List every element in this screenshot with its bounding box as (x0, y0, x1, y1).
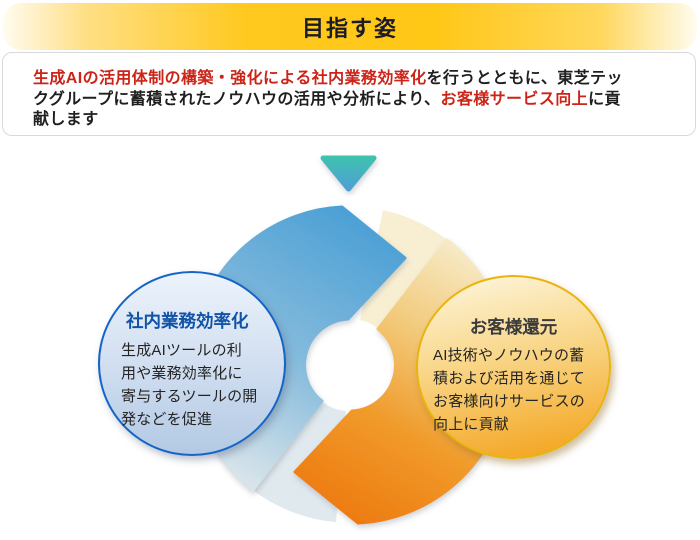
intro-plain-text: に貢 (588, 90, 621, 108)
intro-plain-text: 献します (33, 111, 99, 128)
body-line: 積および活用を通じて (433, 370, 586, 387)
intro-emphasis-text: 生成AIの活用体制の構築・強化による社内業務効率化 (33, 70, 427, 87)
body-line: 発などを促進 (121, 411, 213, 428)
body-line: お客様向けサービスの (433, 393, 586, 410)
customer-return-title: お客様還元 (469, 317, 558, 337)
body-line: AI技術やノウハウの蓄 (433, 347, 585, 364)
body-line: 生成AIツールの利 (121, 342, 242, 359)
body-line: 寄与するツールの開 (121, 388, 258, 405)
intro-plain-text: クグループに蓄積されたノウハウの活用や分析により、 (33, 90, 441, 108)
intro-emphasis-text: お客様サービス向上 (440, 90, 589, 108)
customer-return-bubble: お客様還元 AI技術やノウハウの蓄 積および活用を通じて お客様向けサービスの … (416, 275, 611, 459)
intro-line-1: 生成AIの活用体制の構築・強化による社内業務効率化を行うとともに、東芝テッ (33, 69, 675, 90)
page-title: 目指す姿 (301, 15, 398, 41)
body-line: 用や業務効率化に (121, 365, 243, 382)
down-triangle-icon (320, 155, 377, 192)
internal-efficiency-body: 生成AIツールの利 用や業務効率化に 寄与するツールの開 発などを促進 (121, 339, 284, 431)
intro-line-3: 献します (33, 110, 675, 131)
intro-text: 生成AIの活用体制の構築・強化による社内業務効率化を行うとともに、東芝テッ クグ… (33, 69, 675, 131)
header-banner: 目指す姿 (3, 3, 697, 50)
intro-card: 生成AIの活用体制の構築・強化による社内業務効率化を行うとともに、東芝テッ クグ… (2, 52, 696, 136)
customer-return-body: AI技術やノウハウの蓄 積および活用を通じて お客様向けサービスの 向上に貢献 (433, 344, 609, 436)
body-line: 向上に貢献 (433, 416, 510, 433)
intro-plain-text: を行うとともに、東芝テッ (426, 70, 623, 87)
internal-efficiency-title: 社内業務効率化 (126, 311, 249, 331)
internal-efficiency-bubble: 社内業務効率化 生成AIツールの利 用や業務効率化に 寄与するツールの開 発など… (98, 271, 286, 456)
intro-line-2: クグループに蓄積されたノウハウの活用や分析により、お客様サービス向上に貢 (33, 90, 675, 111)
